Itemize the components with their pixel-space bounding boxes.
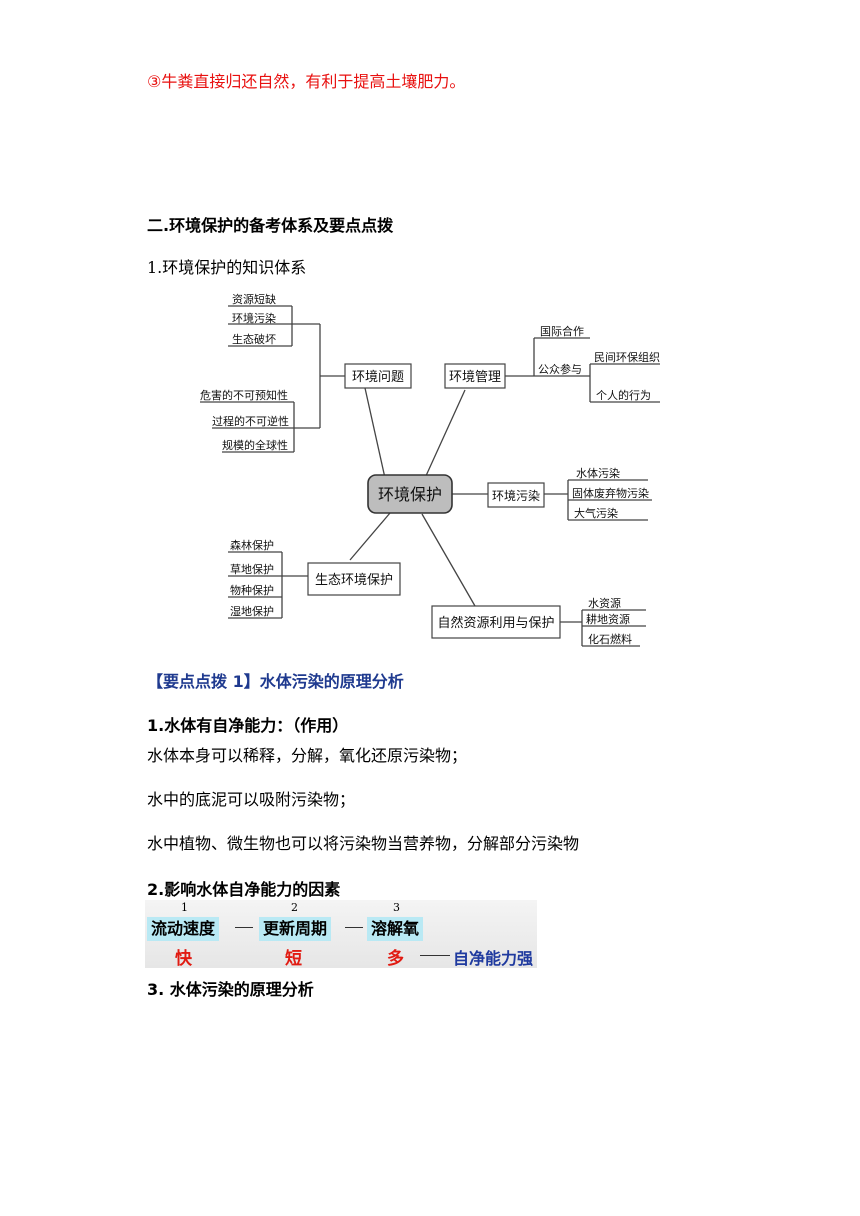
factor-level: 多 <box>387 949 404 969</box>
factor-number: 2 <box>291 901 298 914</box>
mm-item: 水资源 <box>588 596 621 610</box>
paragraph: 水体本身可以稀释，分解，氧化还原污染物； <box>147 746 468 765</box>
mm-eco: 生态环境保护 <box>315 573 393 588</box>
mm-item: 国际合作 <box>540 324 584 338</box>
mm-problems: 环境问题 <box>352 370 404 385</box>
knowledge-mindmap: 环境问题 环境管理 环境保护 环境污染 生态环境保护 自然资源利用与保护 资源短… <box>200 292 660 647</box>
mm-item: 草地保护 <box>230 562 274 576</box>
heading-factors: 2.影响水体自净能力的因素 <box>147 880 341 899</box>
mm-item: 固体废弃物污染 <box>572 486 649 500</box>
factors-diagram: 1 2 3 流动速度 更新周期 溶解氧 快 短 多 自净能力强 <box>145 900 537 969</box>
mm-item: 规模的全球性 <box>222 438 288 452</box>
mm-item: 森林保护 <box>230 538 274 552</box>
subsection-title: 1.环境保护的知识体系 <box>147 258 307 277</box>
mm-item: 物种保护 <box>230 583 274 597</box>
factor-number: 1 <box>181 901 188 914</box>
mm-item: 资源短缺 <box>232 292 276 306</box>
mm-item: 水体污染 <box>576 466 620 480</box>
mm-item: 民间环保组织 <box>594 350 660 364</box>
factor-dissolved-oxygen: 溶解氧 <box>367 917 424 941</box>
factor-renewal-cycle: 更新周期 <box>259 917 332 941</box>
mm-item: 公众参与 <box>538 362 582 376</box>
mm-item: 过程的不可逆性 <box>212 414 289 428</box>
mm-management: 环境管理 <box>449 370 501 385</box>
section-title: 二.环境保护的备考体系及要点点拨 <box>147 216 394 235</box>
factor-level: 快 <box>175 949 192 969</box>
mm-item: 耕地资源 <box>586 612 630 626</box>
mm-item: 大气污染 <box>574 506 618 520</box>
mm-item: 危害的不可预知性 <box>200 388 288 402</box>
factor-flow-speed: 流动速度 <box>147 917 220 941</box>
mm-resources: 自然资源利用与保护 <box>437 615 554 631</box>
keypoint-title: 【要点点拨 1】水体污染的原理分析 <box>147 672 404 691</box>
mm-item: 生态破坏 <box>232 332 276 346</box>
mm-item: 环境污染 <box>232 311 276 325</box>
mm-item: 化石燃料 <box>588 632 632 646</box>
note-text: ③牛粪直接归还自然，有利于提高土壤肥力。 <box>147 72 466 91</box>
factor-number: 3 <box>393 901 400 914</box>
factor-level: 短 <box>285 949 302 969</box>
mm-item: 湿地保护 <box>230 604 274 618</box>
paragraph: 水中的底泥可以吸附污染物； <box>147 790 356 809</box>
mm-pollution: 环境污染 <box>492 488 540 503</box>
heading-pollution-principle: 3. 水体污染的原理分析 <box>147 980 314 999</box>
mm-item: 个人的行为 <box>596 388 651 402</box>
mm-center: 环境保护 <box>378 485 442 504</box>
heading-self-purification: 1.水体有自净能力：（作用） <box>147 716 349 735</box>
paragraph: 水中植物、微生物也可以将污染物当营养物，分解部分污染物 <box>147 834 580 853</box>
factor-result: 自净能力强 <box>453 949 534 968</box>
